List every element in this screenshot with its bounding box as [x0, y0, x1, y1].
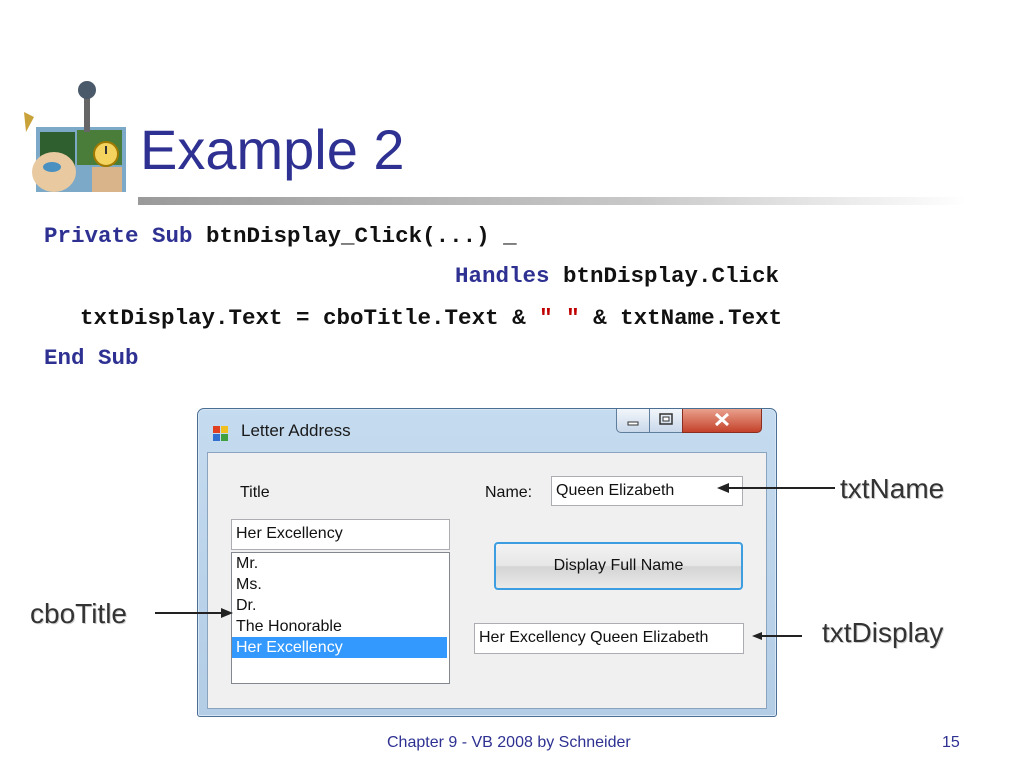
slide-footer: Chapter 9 - VB 2008 by Schneider [387, 734, 631, 751]
name-label: Name: [485, 484, 533, 501]
app-icon [213, 426, 228, 441]
minimize-icon [627, 421, 639, 426]
list-item[interactable]: Ms. [236, 576, 262, 593]
title-label: Title [240, 484, 270, 501]
code-line-4: End Sub [44, 347, 139, 370]
close-icon [714, 412, 730, 427]
arrow-txtDisplay [752, 632, 802, 640]
code-text: btnDisplay_Click(...) _ [192, 223, 517, 249]
code-line-2: Handles btnDisplay.Click [455, 265, 779, 288]
annotation-txtDisplay: txtDisplay [822, 617, 944, 648]
form-client-area: Title Name: Queen Elizabeth Her Excellen… [207, 452, 767, 709]
code-keyword: Handles [455, 263, 550, 289]
arrow-txtName [717, 483, 835, 493]
minimize-button[interactable] [616, 409, 650, 433]
cboTitle-list[interactable]: Mr. Ms. Dr. The Honorable Her Excellency [231, 552, 450, 684]
maximize-button[interactable] [649, 409, 683, 433]
list-item-selected[interactable]: Her Excellency [232, 637, 447, 658]
annotation-txtName: txtName [840, 473, 945, 504]
code-text: txtDisplay.Text = cboTitle.Text & [80, 305, 540, 331]
title-divider [138, 197, 968, 205]
list-item[interactable]: Mr. [236, 555, 259, 572]
code-keyword: End Sub [44, 345, 139, 371]
page-number: 15 [942, 734, 960, 751]
arrow-cboTitle [155, 608, 233, 618]
txtName-input[interactable]: Queen Elizabeth [551, 476, 743, 506]
txtDisplay-output: Her Excellency Queen Elizabeth [474, 623, 744, 654]
code-text: btnDisplay.Click [549, 263, 780, 289]
code-keyword: Private Sub [44, 223, 193, 249]
code-string: " " [539, 305, 580, 331]
annotation-cboTitle: cboTitle [30, 598, 128, 629]
clipart-logo [24, 81, 126, 192]
close-button[interactable] [682, 409, 762, 433]
list-item[interactable]: The Honorable [236, 618, 342, 635]
letter-address-window: Letter Address Title Name: Queen Elizabe… [197, 408, 777, 717]
cboTitle-text[interactable]: Her Excellency [231, 519, 450, 550]
list-item[interactable]: Dr. [236, 597, 257, 614]
window-title: Letter Address [241, 421, 351, 440]
display-full-name-button[interactable]: Display Full Name [494, 542, 743, 590]
code-text: & txtName.Text [579, 305, 783, 331]
maximize-icon [659, 413, 673, 425]
code-line-3: txtDisplay.Text = cboTitle.Text & " " & … [80, 307, 782, 330]
code-line-1: Private Sub btnDisplay_Click(...) _ [44, 225, 517, 248]
slide-title: Example 2 [140, 118, 405, 181]
